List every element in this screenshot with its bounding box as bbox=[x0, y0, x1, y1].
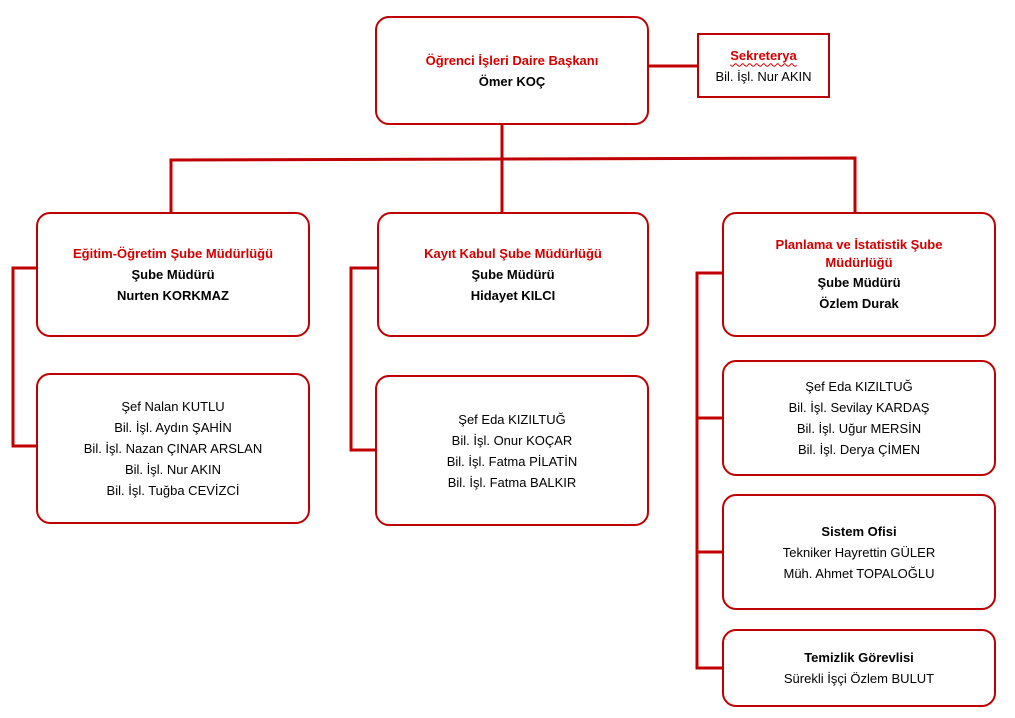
connector-middle-bracket bbox=[349, 266, 377, 452]
system-office-box: Sistem Ofisi Tekniker Hayrettin GÜLER Mü… bbox=[722, 494, 996, 610]
unit-planning-staff-box: Şef Eda KIZILTUĞ Bil. İşl. Sevilay KARDA… bbox=[722, 360, 996, 476]
staff-member: Şef Eda KIZILTUĞ bbox=[805, 379, 913, 394]
staff-member: Bil. İşl. Nur AKIN bbox=[124, 462, 222, 477]
staff-member: Sürekli İşçi Özlem BULUT bbox=[783, 671, 935, 686]
staff-member: Bil. İşl. Onur KOÇAR bbox=[451, 432, 573, 448]
cleaning-title: Temizlik Görevlisi bbox=[804, 650, 914, 665]
staff-member: Şef Eda KIZILTUĞ bbox=[458, 411, 566, 427]
unit-education-staff-box: Şef Nalan KUTLU Bil. İşl. Aydın ŞAHİN Bi… bbox=[36, 373, 310, 524]
connector-right-bracket bbox=[695, 271, 722, 670]
secretary-box: Sekreterya Bil. İşl. Nur AKIN bbox=[697, 33, 830, 98]
connector-left-bracket bbox=[11, 266, 36, 448]
unit-role: Şube Müdürü bbox=[131, 267, 215, 282]
head-box: Öğrenci İşleri Daire Başkanı Ömer KOÇ bbox=[375, 16, 649, 125]
unit-title-line2: Müdürlüğü bbox=[825, 254, 893, 270]
staff-member: Tekniker Hayrettin GÜLER bbox=[782, 544, 936, 560]
secretary-title: Sekreterya bbox=[730, 47, 797, 63]
unit-planning-box: Planlama ve İstatistik Şube Müdürlüğü Şu… bbox=[722, 212, 996, 337]
unit-registration-box: Kayıt Kabul Şube Müdürlüğü Şube Müdürü H… bbox=[377, 212, 649, 337]
head-name: Ömer KOÇ bbox=[478, 73, 546, 89]
unit-manager-name: Hidayet KILCI bbox=[470, 288, 556, 303]
connector-bus bbox=[169, 156, 857, 214]
staff-member: Müh. Ahmet TOPALOĞLU bbox=[783, 565, 935, 581]
unit-manager-name: Nurten KORKMAZ bbox=[117, 288, 229, 303]
staff-member: Bil. İşl. Tuğba CEVİZCİ bbox=[106, 483, 240, 498]
unit-title: Kayıt Kabul Şube Müdürlüğü bbox=[424, 246, 602, 261]
staff-member: Bil. İşl. Derya ÇİMEN bbox=[797, 442, 921, 457]
unit-title-line1: Planlama ve İstatistik Şube bbox=[775, 236, 943, 252]
cleaning-staff-box: Temizlik Görevlisi Sürekli İşçi Özlem BU… bbox=[722, 629, 996, 707]
staff-member: Bil. İşl. Nazan ÇINAR ARSLAN bbox=[83, 441, 263, 456]
unit-registration-staff-box: Şef Eda KIZILTUĞ Bil. İşl. Onur KOÇAR Bi… bbox=[375, 375, 649, 526]
staff-member: Bil. İşl. Uğur MERSİN bbox=[796, 421, 922, 436]
unit-manager-name: Özlem Durak bbox=[819, 295, 899, 311]
unit-education-box: Eğitim-Öğretim Şube Müdürlüğü Şube Müdür… bbox=[36, 212, 310, 337]
staff-member: Bil. İşl. Aydın ŞAHİN bbox=[114, 420, 232, 435]
staff-member: Şef Nalan KUTLU bbox=[121, 399, 225, 414]
unit-title: Eğitim-Öğretim Şube Müdürlüğü bbox=[72, 246, 274, 261]
system-office-title: Sistem Ofisi bbox=[821, 523, 897, 539]
staff-member: Bil. İşl. Fatma PİLATİN bbox=[446, 453, 578, 469]
unit-role: Şube Müdürü bbox=[817, 274, 901, 290]
secretary-person: Bil. İşl. Nur AKIN bbox=[715, 68, 812, 84]
staff-member: Bil. İşl. Fatma BALKIR bbox=[447, 474, 577, 490]
head-title: Öğrenci İşleri Daire Başkanı bbox=[425, 52, 599, 68]
staff-member: Bil. İşl. Sevilay KARDAŞ bbox=[788, 400, 930, 415]
unit-role: Şube Müdürü bbox=[471, 267, 555, 282]
